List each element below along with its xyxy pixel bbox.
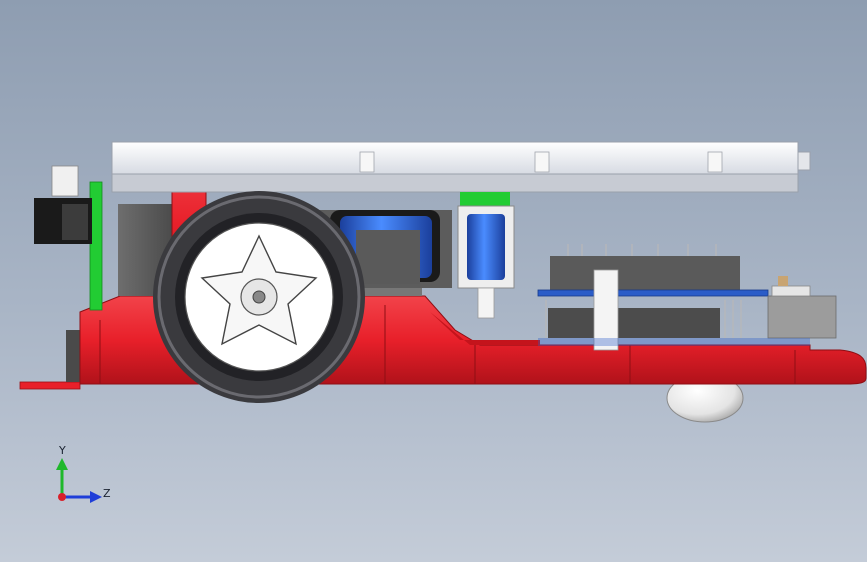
motor-cap bbox=[460, 192, 510, 206]
rear-bracket bbox=[66, 330, 80, 382]
sensor-board bbox=[89, 181, 103, 311]
pin-headers bbox=[545, 244, 742, 338]
dc-motor bbox=[467, 214, 505, 280]
sensor-connector bbox=[51, 165, 79, 197]
header-block-2 bbox=[634, 256, 740, 290]
y-axis-arrow bbox=[56, 458, 68, 470]
origin-dot bbox=[58, 493, 66, 501]
axis-triad: Y Z bbox=[56, 444, 111, 503]
pcb-base bbox=[538, 338, 810, 346]
standoff bbox=[593, 269, 619, 351]
lower-board bbox=[548, 308, 720, 338]
pcb-board bbox=[537, 289, 769, 297]
rear-foot bbox=[19, 381, 81, 390]
usb-connector bbox=[767, 295, 837, 339]
header-block-1 bbox=[550, 256, 634, 290]
y-axis-label: Y bbox=[58, 444, 66, 457]
z-axis-arrow bbox=[90, 491, 102, 503]
drive-wheel bbox=[153, 191, 365, 403]
z-axis-label: Z bbox=[103, 487, 111, 500]
top-plate bbox=[111, 141, 799, 175]
